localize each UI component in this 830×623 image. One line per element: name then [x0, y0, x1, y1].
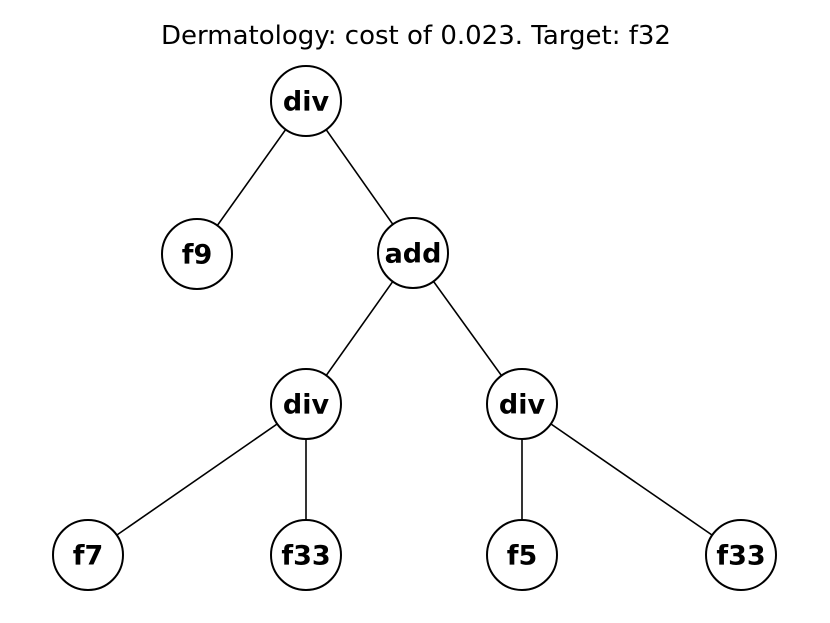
node-circle-add — [377, 217, 449, 289]
node-label-f5: f5 — [507, 541, 538, 572]
tree-node-f9: f9 — [161, 218, 233, 290]
node-label-f33-left: f33 — [281, 541, 330, 572]
tree-node-add: add — [377, 217, 449, 289]
tree-node-div-left: div — [270, 368, 342, 440]
tree-node-f33-right: f33 — [705, 519, 777, 591]
node-circle-f7 — [52, 519, 124, 591]
node-label-f33-right: f33 — [716, 541, 765, 572]
tree-edges-layer — [87, 100, 742, 556]
tree-node-f7: f7 — [52, 519, 124, 591]
node-label-div-left: div — [283, 390, 330, 421]
node-label-div-right: div — [499, 390, 546, 421]
node-circle-div-left — [270, 368, 342, 440]
tree-node-f5: f5 — [486, 519, 558, 591]
node-label-f9: f9 — [182, 240, 213, 271]
node-circle-f5 — [486, 519, 558, 591]
tree-node-f33-left: f33 — [270, 519, 342, 591]
node-circle-div-right — [486, 368, 558, 440]
tree-node-div-root: div — [270, 65, 342, 137]
tree-node-div-right: div — [486, 368, 558, 440]
node-circle-f33-right — [705, 519, 777, 591]
node-label-add: add — [385, 239, 442, 270]
node-circle-div-root — [270, 65, 342, 137]
node-circle-f9 — [161, 218, 233, 290]
node-label-f7: f7 — [73, 541, 104, 572]
node-label-div-root: div — [283, 87, 330, 118]
tree-edge-div-left-f7 — [87, 403, 307, 556]
tree-edge-div-right-f33-right — [521, 403, 742, 556]
node-circle-f33-left — [270, 519, 342, 591]
tree-nodes-layer: div f9 add div div f7 f33 f5 f33 — [52, 65, 777, 591]
figure-title: Dermatology: cost of 0.023. Target: f32 — [161, 21, 671, 51]
